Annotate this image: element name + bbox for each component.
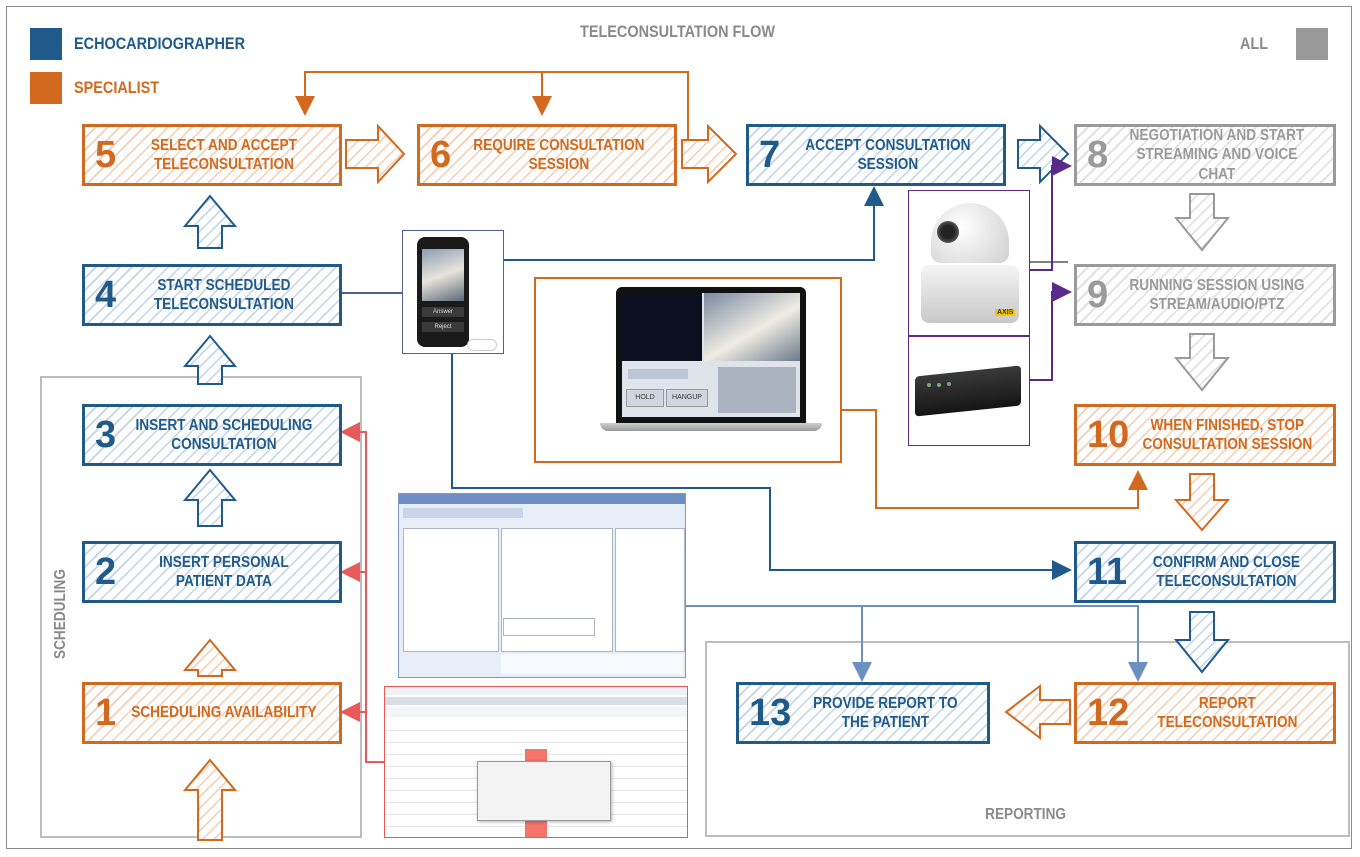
step-1-box: 1 SCHEDULING AVAILABILITY <box>82 682 342 744</box>
legend-label-all: ALL <box>1240 34 1269 53</box>
step-text: SELECT AND ACCEPT TELECONSULTATION <box>151 136 298 173</box>
step-text: INSERT PERSONAL PATIENT DATA <box>159 553 289 590</box>
step-2-box: 2 INSERT PERSONAL PATIENT DATA <box>82 541 342 603</box>
page-title: TELECONSULTATION FLOW <box>580 22 776 41</box>
step-12-box: 12 REPORT TELECONSULTATION <box>1074 682 1336 744</box>
step-text: START SCHEDULED TELECONSULTATION <box>153 276 295 313</box>
step-13-box: 13 PROVIDE REPORT TO THE PATIENT <box>736 682 990 744</box>
laptop-image: HOLD HANGUP <box>534 277 842 463</box>
step-number: 9 <box>1087 274 1109 316</box>
patient-data-screenshot <box>398 493 686 678</box>
earphones-icon <box>467 339 497 351</box>
step-text: SCHEDULING AVAILABILITY <box>131 704 317 722</box>
legend-swatch-all <box>1296 28 1328 60</box>
step-11-box: 11 CONFIRM AND CLOSE TELECONSULTATION <box>1074 541 1336 603</box>
step-5-box: 5 SELECT AND ACCEPT TELECONSULTATION <box>82 124 342 186</box>
calendar-screenshot <box>384 686 688 838</box>
legend-swatch-specialist <box>30 72 62 104</box>
hold-button: HOLD <box>626 389 664 407</box>
smartphone-image: Answer Reject <box>402 230 504 354</box>
legend-swatch-echocardiographer <box>30 28 62 60</box>
step-7-box: 7 ACCEPT CONSULTATION SESSION <box>746 124 1006 186</box>
step-number: 11 <box>1087 551 1128 593</box>
step-8-box: 8 NEGOTIATION AND START STREAMING AND VO… <box>1074 124 1336 186</box>
answer-button: Answer <box>422 307 464 317</box>
reject-button: Reject <box>422 322 464 332</box>
step-text: ACCEPT CONSULTATION SESSION <box>805 136 971 173</box>
step-number: 7 <box>759 134 781 176</box>
reporting-group-label: REPORTING <box>985 806 1066 823</box>
step-text: RUNNING SESSION USING STREAM/AUDIO/PTZ <box>1129 276 1305 313</box>
diagram-frame <box>6 6 1352 849</box>
camera-brand-label: AXIS <box>995 309 1016 316</box>
step-number: 10 <box>1087 414 1130 456</box>
step-number: 6 <box>430 134 452 176</box>
camera-lens-icon <box>937 221 959 243</box>
step-text: PROVIDE REPORT TO THE PATIENT <box>813 694 958 731</box>
step-6-box: 6 REQUIRE CONSULTATION SESSION <box>417 124 677 186</box>
hangup-button: HANGUP <box>666 389 708 407</box>
step-text: WHEN FINISHED, STOP CONSULTATION SESSION <box>1142 416 1313 453</box>
step-3-box: 3 INSERT AND SCHEDULING CONSULTATION <box>82 404 342 466</box>
legend-label-echocardiographer: ECHOCARDIOGRAPHER <box>74 34 246 53</box>
step-number: 4 <box>95 274 117 316</box>
step-text: INSERT AND SCHEDULING CONSULTATION <box>135 416 313 453</box>
step-number: 1 <box>95 692 117 734</box>
step-number: 2 <box>95 551 117 593</box>
legend-label-specialist: SPECIALIST <box>74 78 160 97</box>
step-10-box: 10 WHEN FINISHED, STOP CONSULTATION SESS… <box>1074 404 1336 466</box>
step-number: 3 <box>95 414 117 456</box>
step-number: 12 <box>1087 692 1130 734</box>
step-text: REPORT TELECONSULTATION <box>1157 694 1298 731</box>
ptz-camera-image: AXIS <box>908 190 1030 336</box>
step-text: CONFIRM AND CLOSE TELECONSULTATION <box>1152 553 1301 590</box>
step-text: REQUIRE CONSULTATION SESSION <box>473 136 645 173</box>
step-4-box: 4 START SCHEDULED TELECONSULTATION <box>82 264 342 326</box>
step-number: 5 <box>95 134 117 176</box>
scheduling-group-label: SCHEDULING <box>51 569 69 659</box>
step-number: 13 <box>749 692 792 734</box>
video-encoder-image <box>908 336 1030 446</box>
step-number: 8 <box>1087 134 1109 176</box>
step-9-box: 9 RUNNING SESSION USING STREAM/AUDIO/PTZ <box>1074 264 1336 326</box>
step-text: NEGOTIATION AND START STREAMING AND VOIC… <box>1129 126 1305 183</box>
